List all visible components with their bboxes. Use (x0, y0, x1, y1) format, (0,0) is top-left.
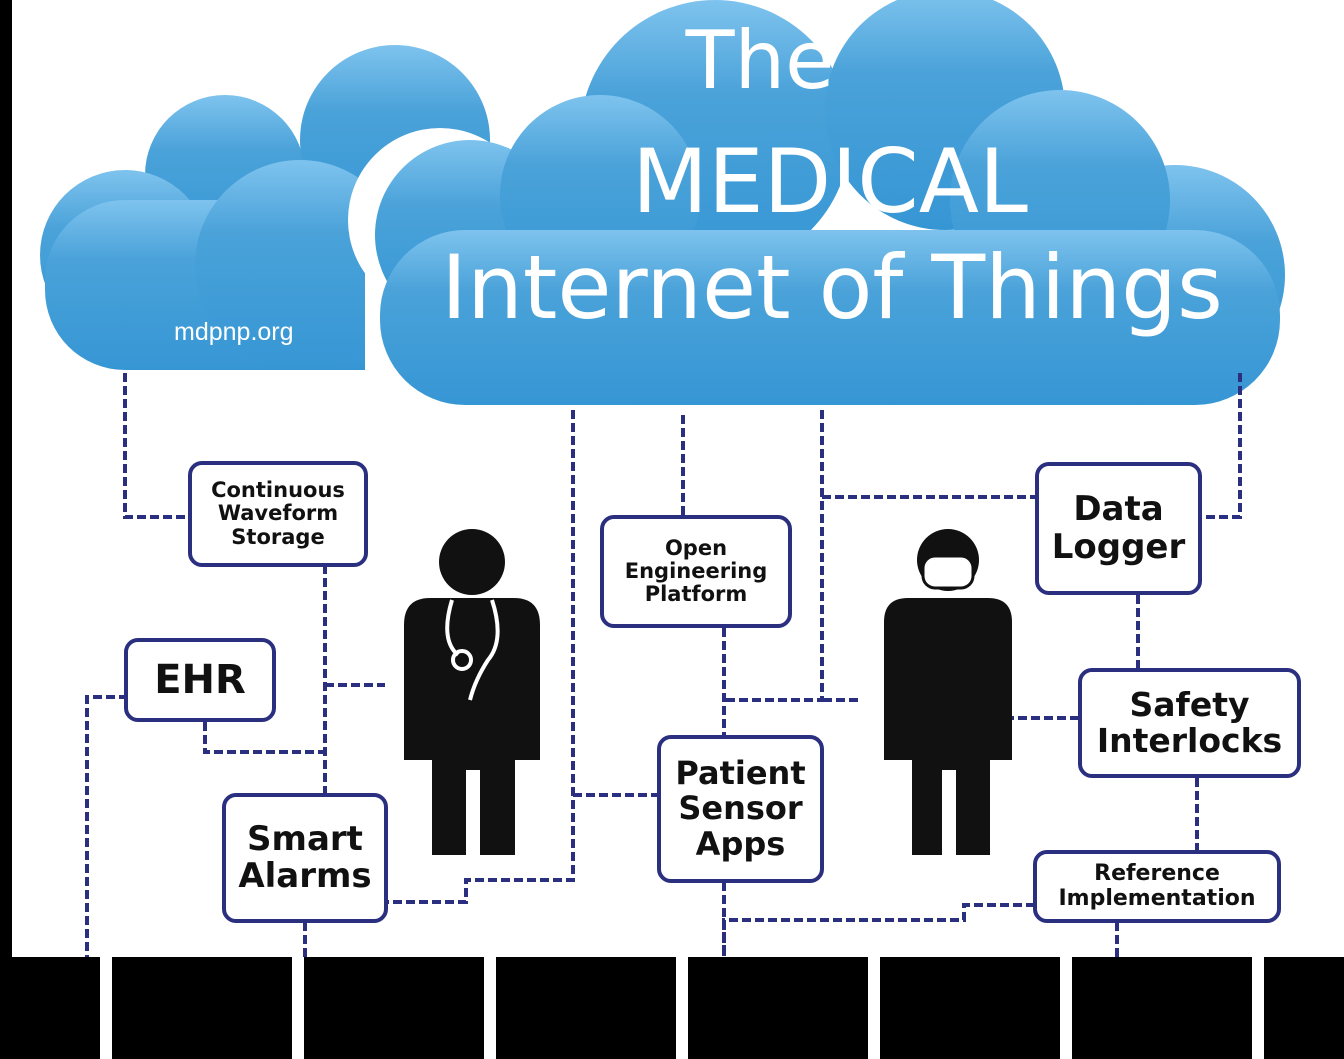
bottom-block (880, 957, 1060, 1059)
node-label: Reference (1094, 861, 1220, 887)
bottom-block (112, 957, 292, 1059)
connector-cloud-to-smart-alarms (388, 410, 575, 904)
connector-reference-to-apps (722, 903, 1035, 957)
connector-ehr-to-alarms (203, 722, 325, 754)
node-ehr: EHR (124, 638, 276, 722)
node-label: Engineering (624, 558, 768, 583)
node-label: Logger (1051, 526, 1186, 567)
node-label: EHR (154, 657, 246, 703)
title-line-1: The (685, 14, 835, 107)
connector-cloud-to-waveform (123, 373, 192, 519)
masked-clinician-figure-icon (884, 529, 1012, 855)
bottom-block (688, 957, 868, 1059)
node-label: Data (1073, 489, 1164, 530)
node-label: Smart (247, 818, 363, 859)
node-label: Open (664, 535, 728, 560)
connector-cloud-to-data-logger (1200, 373, 1242, 519)
connector-ehr-down (85, 695, 128, 957)
bottom-block (496, 957, 676, 1059)
left-edge-bar (0, 0, 12, 957)
node-label: Continuous (211, 478, 345, 503)
node-label: Waveform (217, 501, 339, 526)
node-label: Safety (1129, 684, 1250, 724)
bottom-block (1264, 957, 1344, 1059)
node-label: Alarms (238, 856, 372, 896)
node-label: Sensor (678, 789, 803, 828)
title-line-2: MEDICAL (632, 130, 1028, 233)
bottom-block (0, 957, 100, 1059)
node-label: Storage (231, 524, 325, 549)
connector-cloud-to-patient-apps (725, 410, 824, 702)
front-cloud (375, 0, 1285, 405)
node-label: Platform (644, 582, 748, 607)
node-label: Patient (675, 754, 806, 793)
title-line-3: Internet of Things (441, 236, 1223, 339)
bottom-block (304, 957, 484, 1059)
node-label: Implementation (1058, 885, 1256, 911)
website-label: mdpnp.org (174, 318, 294, 346)
node-label: Interlocks (1096, 721, 1283, 760)
doctor-figure-icon (404, 529, 540, 855)
back-cloud (40, 45, 490, 370)
bottom-block (1072, 957, 1252, 1059)
connectors (85, 373, 1242, 957)
node-label: Apps (695, 824, 786, 863)
